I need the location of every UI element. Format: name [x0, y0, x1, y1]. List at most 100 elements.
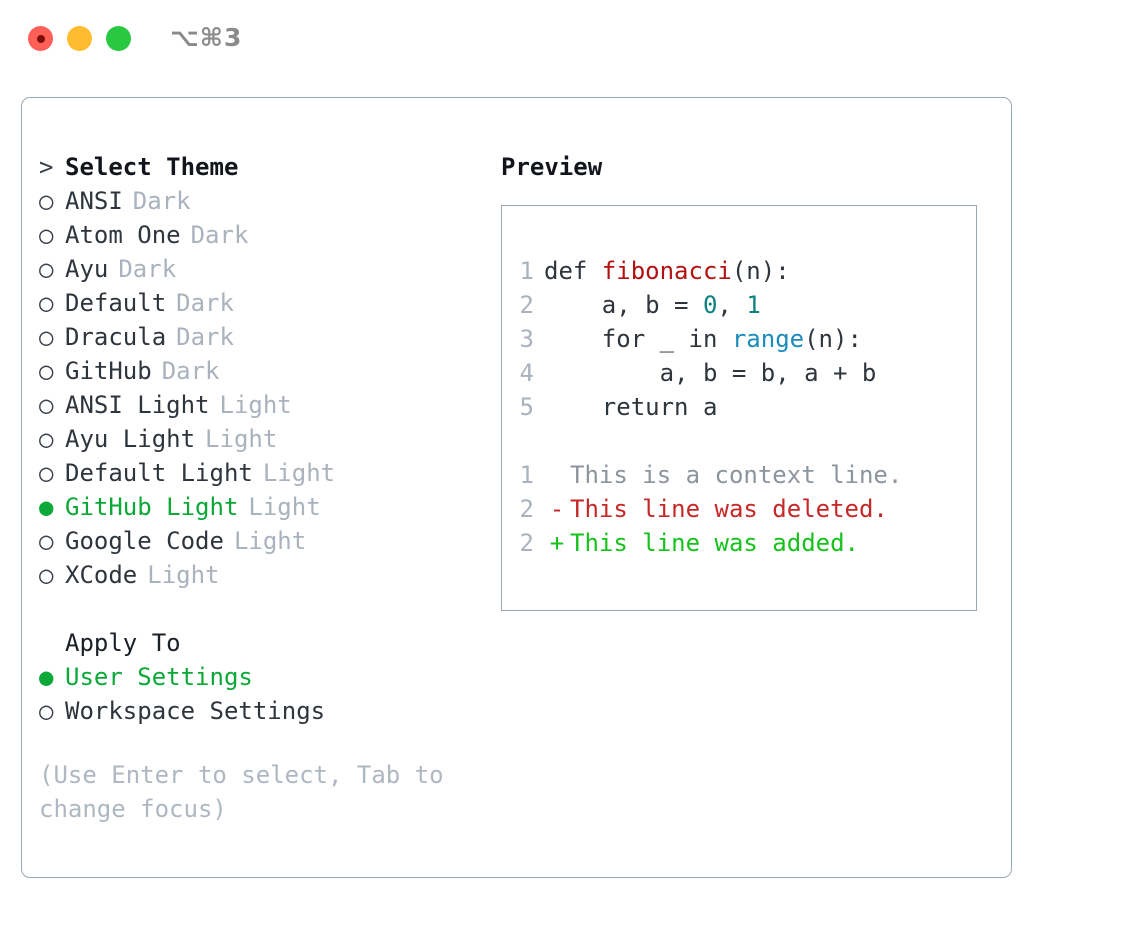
- code-line-number: 3: [519, 325, 534, 353]
- diff-line-number: 2: [519, 529, 534, 557]
- theme-item-variant: Light: [219, 391, 292, 419]
- radio-unselected-icon: ○: [39, 289, 54, 317]
- theme-item-default-light[interactable]: ○ Default Light Light: [39, 456, 479, 490]
- theme-item-name: Default Light: [65, 459, 253, 487]
- theme-item-variant: Dark: [176, 323, 234, 351]
- code-line: 2 a, b = 0, 1: [502, 288, 976, 322]
- diff-line-del: 2-This line was deleted.: [502, 492, 976, 526]
- prompt-caret-icon: >: [39, 153, 54, 181]
- theme-item-name: GitHub: [65, 357, 152, 385]
- diff-line-number: 1: [519, 461, 534, 489]
- theme-item-github-light[interactable]: ● GitHub Light Light: [39, 490, 479, 524]
- apply-to-option-list: ● User Settings ○ Workspace Settings: [39, 660, 479, 728]
- theme-item-name: Google Code: [65, 527, 224, 555]
- code-token-plain: a, b =: [544, 291, 703, 319]
- radio-unselected-icon: ○: [39, 391, 54, 419]
- apply-to-option-workspace-settings[interactable]: ○ Workspace Settings: [39, 694, 479, 728]
- theme-item-name: Default: [65, 289, 167, 317]
- radio-unselected-icon: ○: [39, 697, 54, 725]
- theme-item-name: GitHub Light: [65, 493, 239, 521]
- code-line: 3 for _ in range(n):: [502, 322, 976, 356]
- radio-unselected-icon: ○: [39, 459, 54, 487]
- apply-to-option-label: User Settings: [65, 663, 253, 691]
- radio-selected-icon: ●: [39, 493, 54, 521]
- apply-to-title-label: Apply To: [65, 629, 181, 657]
- theme-item-variant: Dark: [190, 221, 249, 249]
- theme-item-github[interactable]: ○ GitHub Dark: [39, 354, 479, 388]
- code-line-number: 4: [519, 359, 534, 387]
- radio-unselected-icon: ○: [39, 561, 54, 589]
- code-line-text: for _ in range(n):: [544, 322, 862, 356]
- code-line: 1 def fibonacci(n):: [502, 254, 976, 288]
- apply-to-indent: ○: [39, 626, 65, 660]
- code-token-number: 0: [702, 291, 718, 319]
- preview-title-label: Preview: [501, 153, 603, 181]
- code-line-text: a, b = 0, 1: [544, 288, 761, 322]
- code-token-plain: a, b = b, a + b: [544, 359, 877, 387]
- code-line-text: a, b = b, a + b: [544, 356, 877, 390]
- code-token-plain: (n):: [731, 257, 790, 285]
- diff-line-add: 2+This line was added.: [502, 526, 976, 560]
- radio-unselected-icon: ○: [39, 425, 54, 453]
- traffic-lights: [28, 26, 131, 51]
- code-line: 4 a, b = b, a + b: [502, 356, 976, 390]
- code-token-func: fibonacci: [601, 257, 732, 285]
- list-spacer: [39, 592, 479, 626]
- code-token-builtin: range: [731, 325, 805, 353]
- code-line: 5 return a: [502, 390, 976, 424]
- code-token-number: 1: [746, 291, 761, 319]
- theme-item-variant: Light: [262, 459, 336, 487]
- theme-item-name: XCode: [65, 561, 138, 589]
- theme-list-heading: > Select Theme: [39, 150, 479, 184]
- theme-item-name: ANSI: [65, 187, 123, 215]
- radio-selected-icon: ●: [39, 663, 54, 691]
- code-line-number: 1: [519, 257, 534, 285]
- code-line-text: def fibonacci(n):: [544, 254, 790, 288]
- theme-list-heading-label: Select Theme: [65, 153, 239, 181]
- diff-line-text: This is a context line.: [570, 461, 903, 489]
- diff-line-number: 2: [519, 495, 534, 523]
- maximize-window-button[interactable]: [106, 26, 131, 51]
- diff-line-context: 1 This is a context line.: [502, 458, 976, 492]
- theme-item-variant: Light: [248, 493, 321, 521]
- code-token-plain: (n):: [804, 325, 862, 353]
- theme-item-variant: Light: [205, 425, 278, 453]
- theme-item-variant: Dark: [118, 255, 177, 283]
- code-token-plain: return a: [544, 393, 718, 421]
- radio-unselected-icon: ○: [39, 221, 54, 249]
- theme-item-name: Ayu: [65, 255, 109, 283]
- code-token-plain: for _ in: [544, 325, 732, 353]
- close-window-button[interactable]: [28, 26, 53, 51]
- apply-to-option-label: Workspace Settings: [65, 697, 326, 725]
- code-line-text: return a: [544, 390, 718, 424]
- diff-line-text: This line was added.: [570, 529, 859, 557]
- diff-marker-del: -: [549, 495, 565, 523]
- title-bar: ⌥⌘3: [0, 0, 1140, 78]
- theme-item-name: Dracula: [65, 323, 167, 351]
- diff-sample: 1 This is a context line.2-This line was…: [502, 458, 976, 560]
- minimize-window-button[interactable]: [67, 26, 92, 51]
- code-diff-separator: [502, 424, 976, 458]
- theme-item-variant: Dark: [161, 357, 220, 385]
- code-token-def: def: [544, 257, 602, 285]
- diff-line-text: This line was deleted.: [570, 495, 888, 523]
- code-line-number: 5: [519, 393, 534, 421]
- radio-unselected-icon: ○: [39, 357, 54, 385]
- apply-to-option-user-settings[interactable]: ● User Settings: [39, 660, 479, 694]
